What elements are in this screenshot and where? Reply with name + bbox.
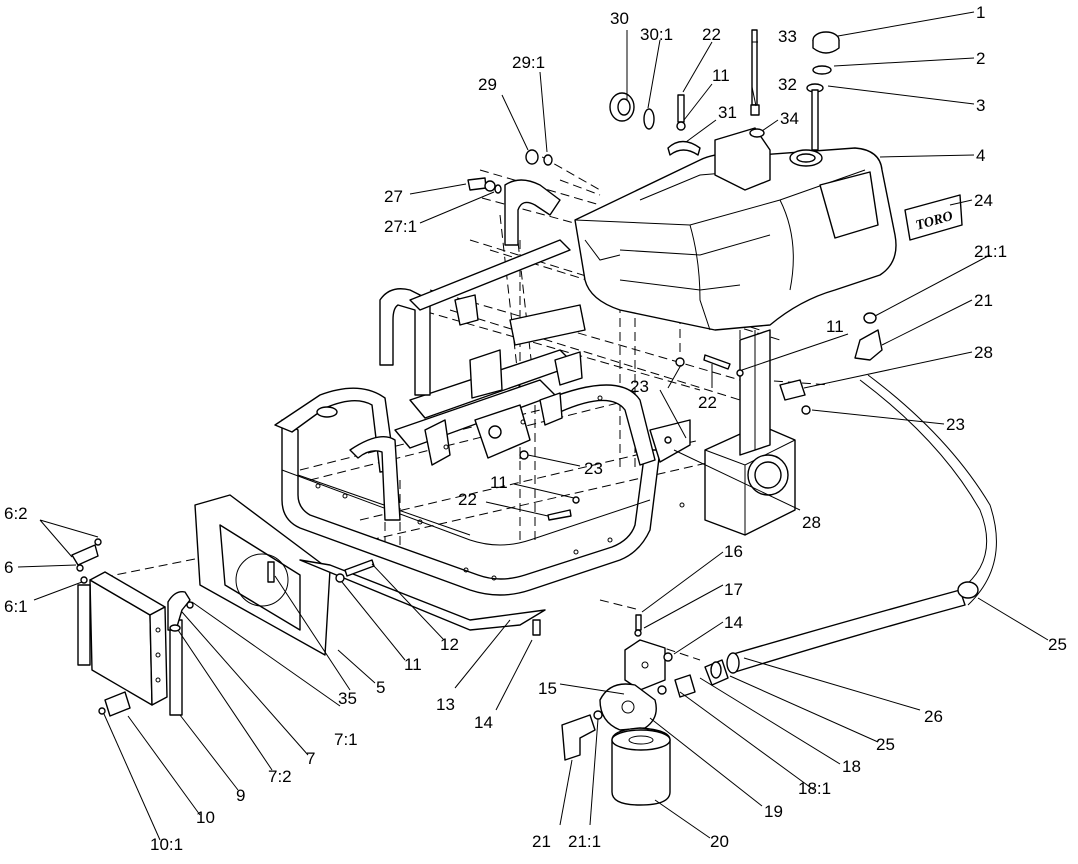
callout-25-low: 25 bbox=[876, 735, 895, 754]
callout-6-1: 6:1 bbox=[4, 597, 28, 616]
callout-28-top: 28 bbox=[974, 343, 993, 362]
callout-28-mid: 28 bbox=[802, 513, 821, 532]
callout-17: 17 bbox=[724, 580, 743, 599]
callout-27-1: 27:1 bbox=[384, 217, 417, 236]
callout-18: 18 bbox=[842, 757, 861, 776]
callout-1: 1 bbox=[976, 3, 985, 22]
callout-12: 12 bbox=[440, 635, 459, 654]
callout-27: 27 bbox=[384, 187, 403, 206]
hose[interactable] bbox=[710, 374, 997, 679]
pan-plate[interactable] bbox=[299, 559, 546, 631]
callout-3: 3 bbox=[976, 96, 985, 115]
callout-31: 31 bbox=[718, 103, 737, 122]
callout-7: 7 bbox=[306, 749, 315, 768]
callout-6-2: 6:2 bbox=[4, 504, 28, 523]
shroud-plate[interactable] bbox=[194, 494, 331, 656]
callout-19: 19 bbox=[764, 802, 783, 821]
callout-30: 30 bbox=[610, 9, 629, 28]
callout-29-1: 29:1 bbox=[512, 53, 545, 72]
callout-14-low: 14 bbox=[474, 713, 493, 732]
callout-20: 20 bbox=[710, 832, 729, 851]
callout-21-top: 21 bbox=[974, 291, 993, 310]
oil-cooler[interactable] bbox=[77, 571, 183, 716]
callout-29: 29 bbox=[478, 75, 497, 94]
callout-22-top: 22 bbox=[702, 25, 721, 44]
callout-10: 10 bbox=[196, 808, 215, 827]
callout-24: 24 bbox=[974, 191, 993, 210]
fuel-cap[interactable] bbox=[812, 31, 840, 54]
callout-32: 32 bbox=[778, 75, 797, 94]
callout-16: 16 bbox=[724, 542, 743, 561]
callout-7-1: 7:1 bbox=[334, 730, 358, 749]
callout-18-1: 18:1 bbox=[798, 779, 831, 798]
frame-holes bbox=[315, 395, 685, 581]
filter-assembly[interactable] bbox=[561, 639, 729, 806]
callout-33: 33 bbox=[778, 27, 797, 46]
callout-23-right: 23 bbox=[946, 415, 965, 434]
callout-21-1-low: 21:1 bbox=[568, 832, 601, 851]
callout-22-center: 22 bbox=[458, 490, 477, 509]
callout-5: 5 bbox=[376, 678, 385, 697]
callout-labels: 1 2 3 4 24 21:1 21 28 23 25 30 30:1 22 3… bbox=[4, 3, 1067, 854]
callout-23-center: 23 bbox=[584, 459, 603, 478]
callout-35: 35 bbox=[338, 689, 357, 708]
leader-lines bbox=[17, 11, 1049, 841]
callout-11-low: 11 bbox=[404, 655, 422, 674]
callout-21-low: 21 bbox=[532, 832, 551, 851]
callout-13: 13 bbox=[436, 695, 455, 714]
callout-7-2: 7:2 bbox=[268, 767, 292, 786]
callout-11-mid: 11 bbox=[826, 317, 844, 336]
fuel-tank[interactable] bbox=[574, 127, 897, 331]
callout-30-1: 30:1 bbox=[640, 25, 673, 44]
callout-15: 15 bbox=[538, 679, 557, 698]
callout-22-mid: 22 bbox=[698, 393, 717, 412]
callout-11-top: 11 bbox=[712, 66, 730, 85]
callout-11-center: 11 bbox=[490, 473, 508, 492]
callout-2: 2 bbox=[976, 49, 985, 68]
callout-14-right: 14 bbox=[724, 613, 743, 632]
callout-26: 26 bbox=[924, 707, 943, 726]
callout-6: 6 bbox=[4, 558, 13, 577]
frame bbox=[274, 179, 796, 596]
callout-25-right: 25 bbox=[1048, 635, 1067, 654]
callout-34: 34 bbox=[780, 109, 799, 128]
callout-21-1-top: 21:1 bbox=[974, 242, 1007, 261]
hardware bbox=[71, 29, 883, 720]
callout-9: 9 bbox=[236, 786, 245, 805]
callout-4: 4 bbox=[976, 146, 985, 165]
toro-decal[interactable]: TORO bbox=[904, 194, 963, 241]
callout-10-1: 10:1 bbox=[150, 835, 183, 854]
callout-23-mid: 23 bbox=[630, 377, 649, 396]
